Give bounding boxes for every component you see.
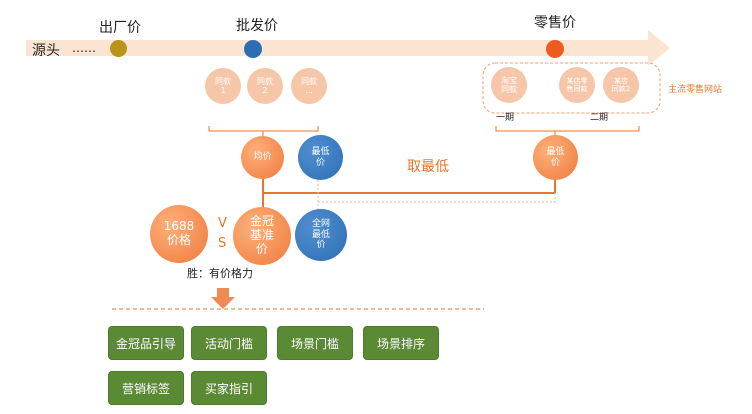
wholesale-min-price-circle: 最低 价	[298, 135, 343, 180]
factory-price-label: 出厂价	[99, 20, 141, 36]
source-label: 源头	[32, 43, 60, 59]
winner-label: 胜：有价格力	[187, 267, 253, 280]
wholesale-price-label: 批发价	[236, 18, 278, 34]
wholesale-dot	[244, 40, 262, 58]
retail-item-2: 某店零 售同款	[559, 67, 595, 103]
buyer-guide-button[interactable]: 买家指引	[191, 371, 267, 405]
network-min-price-circle: 全网 最低 价	[295, 209, 347, 261]
ellipsis-label: ……	[72, 41, 96, 55]
marketing-tag-button[interactable]: 营销标签	[108, 371, 184, 405]
average-price-circle: 均价	[241, 136, 284, 179]
price-1688-circle: 1688 价格	[150, 205, 208, 263]
wholesale-item-2: 同款 2	[247, 68, 283, 104]
activity-threshold-button[interactable]: 活动门槛	[191, 326, 267, 360]
gold-crown-guide-button[interactable]: 金冠品引导	[108, 326, 184, 360]
retail-item-1: 淘宝 同款	[491, 67, 527, 103]
take-min-label: 取最低	[407, 159, 449, 175]
retail-note: 主流零售网站	[668, 85, 723, 95]
retail-price-label: 零售价	[534, 15, 576, 31]
vs-v: V	[218, 216, 227, 231]
vs-s: S	[218, 236, 227, 251]
scene-ranking-button[interactable]: 场景排序	[363, 326, 439, 360]
wholesale-item-1: 同款 1	[205, 68, 241, 104]
wholesale-item-3: 同款 ...	[291, 68, 327, 104]
retail-dot	[546, 40, 564, 58]
period-2-label: 二期	[590, 113, 609, 123]
scene-threshold-button[interactable]: 场景门槛	[277, 326, 353, 360]
gold-crown-base-price-circle: 金冠 基准 价	[233, 207, 291, 265]
period-1-label: 一期	[496, 113, 515, 123]
retail-item-3: 某店 同款2	[603, 67, 639, 103]
factory-dot	[110, 40, 127, 57]
retail-min-price-circle: 最低 价	[533, 135, 578, 180]
